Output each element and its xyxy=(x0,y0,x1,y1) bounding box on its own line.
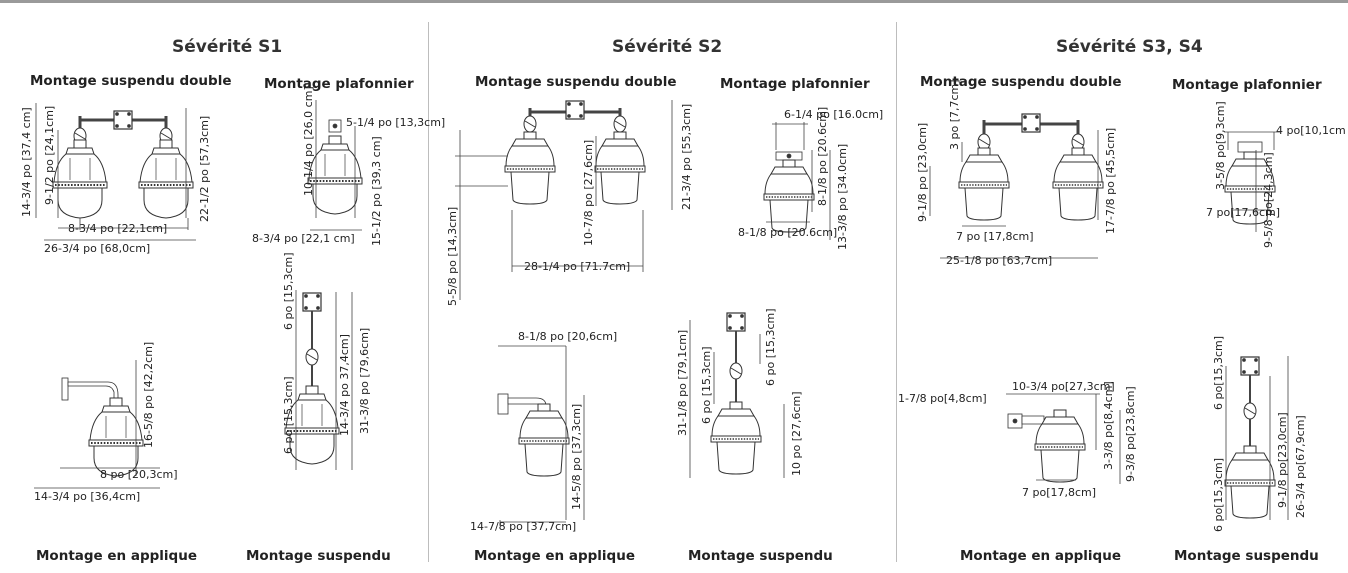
dim-label: 6 po [15,3cm] xyxy=(764,308,777,386)
dim-label: 15-1/2 po [39,3 cm] xyxy=(370,136,383,246)
dim-label: 8 po [20,3cm] xyxy=(100,468,178,481)
dim-label: 5-5/8 po [14,3cm] xyxy=(446,207,459,306)
dim-label: 10 po [27,6cm] xyxy=(790,391,803,476)
dim-label: 9-1/8 po [23,0cm] xyxy=(916,123,929,222)
dim-label: 14-3/4 po [36,4cm] xyxy=(34,490,140,503)
dim-label: 1-7/8 po[4,8cm] xyxy=(898,392,987,405)
caption-s34-pendant: Montage suspendu xyxy=(1174,548,1319,564)
dim-label: 4 po[10,1cm xyxy=(1276,124,1346,137)
caption-s2-ceiling: Montage plafonnier xyxy=(720,76,870,92)
dim-label: 3 po [7,7cm] xyxy=(948,79,961,150)
s34-ceiling-drawing xyxy=(1224,131,1280,232)
dim-label: 21-3/4 po [55,3cm] xyxy=(680,104,693,210)
dim-label: 7 po[17,8cm] xyxy=(1022,486,1096,499)
dim-label: 8-1/8 po [20.6cm] xyxy=(738,226,837,239)
s34-double-pendant-drawing xyxy=(929,113,1104,259)
s34-wall-drawing xyxy=(1006,393,1121,484)
dim-label: 8-3/4 po [22,1cm] xyxy=(68,222,167,235)
dim-label: 14-7/8 po [37,7cm] xyxy=(470,520,576,533)
s2-ceiling-drawing xyxy=(763,122,831,240)
dim-label: 31-1/8 po [79,1cm] xyxy=(676,330,689,436)
dim-label: 6 po[15,3cm] xyxy=(1212,458,1225,532)
s2-double-pendant-drawing xyxy=(455,100,673,300)
dim-label: 22-1/2 po [57,3cm] xyxy=(198,116,211,222)
s1-ceiling-drawing xyxy=(307,100,363,231)
dim-label: 5-1/4 po [13,3cm] xyxy=(346,116,445,129)
caption-s34-wall: Montage en applique xyxy=(960,548,1121,564)
s1-wall-drawing xyxy=(34,360,160,489)
s1-double-pendant-drawing xyxy=(35,103,196,241)
dim-label: 14-3/4 po 37,4cm] xyxy=(338,334,351,436)
dim-label: 6 po [15,3cm] xyxy=(282,376,295,454)
dim-label: 7 po [17,8cm] xyxy=(956,230,1034,243)
s1-pendant-drawing xyxy=(284,290,353,470)
caption-s1-double-pendant: Montage suspendu double xyxy=(30,73,232,89)
dim-label: 6 po [15,3cm] xyxy=(700,346,713,424)
dim-label: 26-3/4 po [68,0cm] xyxy=(44,242,150,255)
s2-pendant-drawing xyxy=(689,312,785,478)
caption-s34-double-pendant: Montage suspendu double xyxy=(920,74,1122,90)
dim-label: 14-5/8 po [37,3cm] xyxy=(570,404,583,510)
dim-label: 16-5/8 po [42,2cm] xyxy=(142,342,155,448)
caption-s2-pendant: Montage suspendu xyxy=(688,548,833,564)
dim-label: 7 po[17,6cm] xyxy=(1206,206,1280,219)
dim-label: 3-5/8 po[9,3cm] xyxy=(1214,101,1227,190)
dim-label: 25-1/8 po [63,7cm] xyxy=(946,254,1052,267)
caption-s2-wall: Montage en applique xyxy=(474,548,635,564)
section-divider xyxy=(896,22,897,562)
dim-label: 10-3/4 po[27,3cm] xyxy=(1012,380,1115,393)
dim-label: 3-3/8 po[8,4cm] xyxy=(1102,381,1115,470)
dim-label: 17-7/8 po [45,5cm] xyxy=(1104,128,1117,234)
section-title-s2: Sévérité S2 xyxy=(612,37,723,57)
dim-label: 10-7/8 po [27,6cm] xyxy=(582,140,595,246)
dim-label: 8-1/8 po [20.6cm] xyxy=(816,107,829,206)
dim-label: 9-1/8 po[23,0cm] xyxy=(1276,412,1289,508)
dim-label: 28-1/4 po [71.7cm] xyxy=(524,260,630,273)
caption-s2-double-pendant: Montage suspendu double xyxy=(475,74,677,90)
section-divider xyxy=(428,22,429,562)
caption-s1-pendant: Montage suspendu xyxy=(246,548,391,564)
section-title-s1: Sévérité S1 xyxy=(172,37,283,57)
s2-wall-drawing xyxy=(497,345,585,526)
s34-pendant-drawing xyxy=(1224,356,1289,520)
dim-label: 9-3/8 po[23,8cm] xyxy=(1124,386,1137,482)
section-title-s3-s4: Sévérité S3, S4 xyxy=(1056,37,1203,57)
dim-label: 6-1/4 po [16.0cm] xyxy=(784,108,883,121)
caption-s1-ceiling: Montage plafonnier xyxy=(264,76,414,92)
dim-label: 6 po [15,3cm] xyxy=(282,252,295,330)
dim-label: 13-3/8 po [34.0cm] xyxy=(836,144,849,250)
dim-label: 9-1/2 po [24,1cm] xyxy=(43,106,56,205)
dim-label: 10-1/4 po [26,0 cm] xyxy=(302,86,315,196)
dim-label: 6 po[15,3cm] xyxy=(1212,336,1225,410)
dim-label: 9-5/8 po[24,3cm] xyxy=(1262,152,1275,248)
dim-label: 14-3/4 po [37,4 cm] xyxy=(20,107,33,217)
dim-label: 26-3/4 po[67,9cm] xyxy=(1294,415,1307,518)
dim-label: 8-1/8 po [20,6cm] xyxy=(518,330,617,343)
caption-s1-wall: Montage en applique xyxy=(36,548,197,564)
dim-label: 31-3/8 po [79,6cm] xyxy=(358,328,371,434)
caption-s34-ceiling: Montage plafonnier xyxy=(1172,77,1322,93)
dim-label: 8-3/4 po [22,1 cm] xyxy=(252,232,355,245)
